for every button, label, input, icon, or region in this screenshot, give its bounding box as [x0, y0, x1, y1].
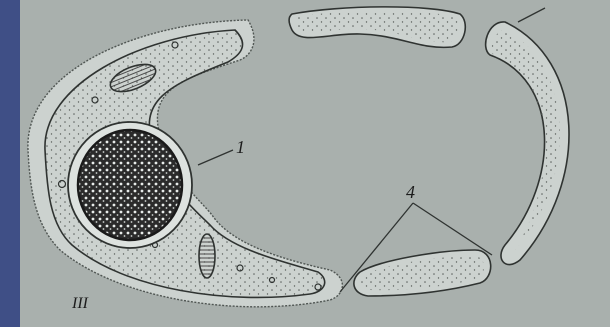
mitochondrion-bottom — [199, 234, 215, 278]
label-4: 4 — [406, 183, 415, 201]
label-1: 1 — [236, 138, 245, 156]
leader-line-1 — [198, 150, 233, 165]
label-roman-numeral: III — [72, 296, 88, 312]
leader-line-top-right — [518, 8, 545, 22]
nucleus-chromatin — [78, 130, 182, 240]
left-border-band — [0, 0, 20, 327]
leader-line-4b — [413, 203, 492, 255]
